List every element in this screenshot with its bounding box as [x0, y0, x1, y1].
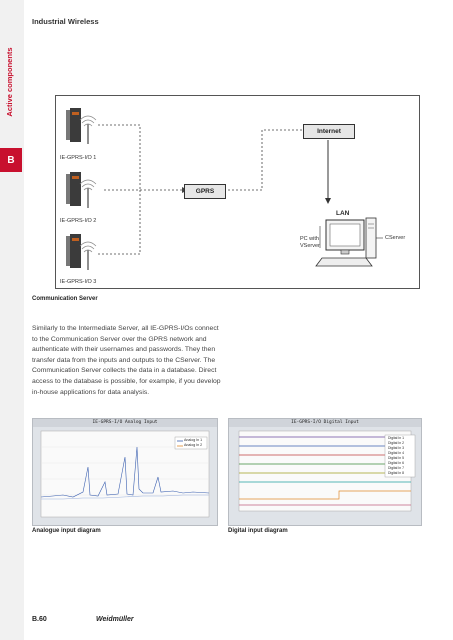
- page-number: B.60: [32, 616, 47, 623]
- digital-legend-item: Digital In 8: [388, 471, 405, 475]
- digital-caption: Digital input diagram: [228, 528, 288, 534]
- body-line: transfer data from the inputs and output…: [32, 356, 216, 364]
- analog-plot: [40, 430, 210, 518]
- digital-legend-item: Digital In 4: [388, 451, 405, 455]
- dotted-links: [98, 124, 303, 255]
- digital-legend-item: Digital In 3: [388, 446, 405, 450]
- network-diagram: [55, 95, 420, 289]
- analog-caption: Analogue input diagram: [32, 528, 101, 534]
- digital-legend: Digital In 1 Digital In 2 Digital In 3 D…: [388, 436, 404, 476]
- body-line: Similarly to the Intermediate Server, al…: [32, 325, 219, 332]
- section-caption: Communication Server: [32, 296, 98, 302]
- device-label-1: IE-GPRS-I/O 1: [60, 155, 97, 161]
- pc-label-line1: PC with: [300, 236, 319, 242]
- body-line: in-house applications for data analysis.: [32, 388, 150, 396]
- digital-chart-screenshot: IE-GPRS-I/O Digital Input Digital In 1 D…: [228, 418, 422, 526]
- brand-logo: Weidmüller: [96, 616, 134, 623]
- digital-legend-item: Digital In 1: [388, 436, 405, 440]
- digital-legend-item: Digital In 6: [388, 461, 405, 465]
- digital-window-title: IE-GPRS-I/O Digital Input: [229, 419, 421, 427]
- internet-box: Internet: [303, 124, 355, 139]
- body-line: to the Communication Server over the GPR…: [32, 335, 207, 343]
- analog-legend-2: Analog In 2: [184, 443, 203, 447]
- device-2-icon: [66, 172, 97, 208]
- body-line: access to the database is possible, for …: [32, 377, 221, 385]
- gprs-box: GPRS: [184, 184, 226, 199]
- device-label-2: IE-GPRS-I/O 2: [60, 218, 97, 224]
- analog-chart-screenshot: IE-GPRS-I/O Analog Input Analog In 1 Ana…: [32, 418, 218, 526]
- analog-legend-1: Analog In 1: [184, 438, 203, 442]
- digital-legend-item: Digital In 2: [388, 441, 405, 445]
- device-3-icon: [66, 234, 97, 270]
- body-paragraph: Similarly to the Intermediate Server, al…: [32, 324, 362, 398]
- page-header-title: Industrial Wireless: [32, 17, 99, 26]
- body-line: Communication Server collects the data i…: [32, 367, 217, 375]
- pc-label-line2: VServer: [300, 243, 320, 249]
- side-tab-letter: B: [0, 148, 22, 172]
- pc-icon: [315, 217, 377, 267]
- cserver-label: CServer: [385, 235, 406, 241]
- body-line: authenticate with their usernames and pa…: [32, 346, 216, 354]
- digital-legend-item: Digital In 5: [388, 456, 405, 460]
- lan-label: LAN: [336, 210, 350, 217]
- digital-legend-item: Digital In 7: [388, 466, 405, 470]
- analog-window-title: IE-GPRS-I/O Analog Input: [33, 419, 217, 427]
- digital-plot: [238, 430, 416, 512]
- device-label-3: IE-GPRS-I/O 3: [60, 279, 97, 285]
- device-1-icon: [66, 108, 97, 144]
- side-strip: [0, 0, 24, 640]
